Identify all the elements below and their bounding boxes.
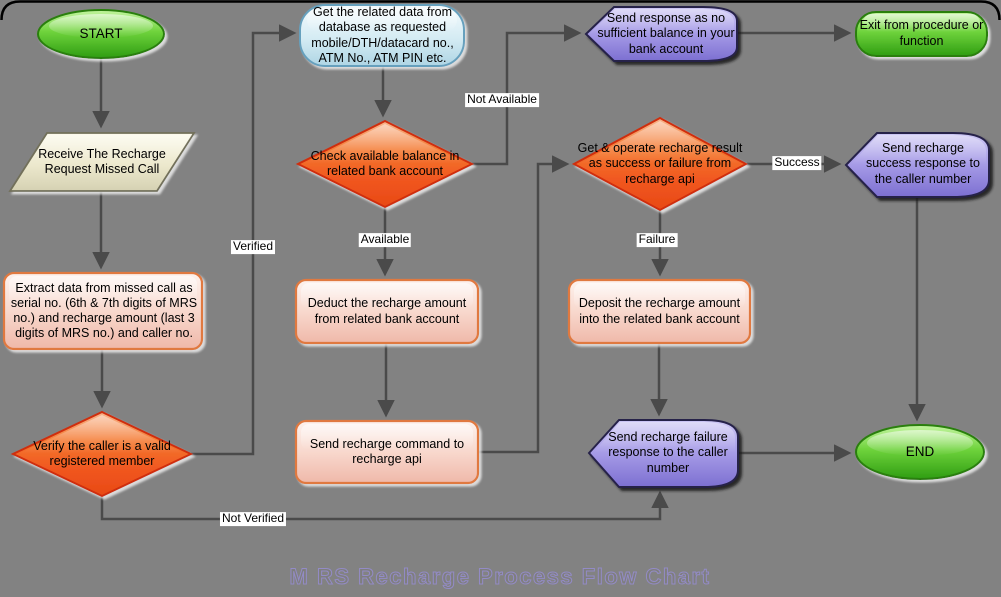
frame-top-border <box>0 0 1001 21</box>
failureresp-node-gloss <box>593 422 735 453</box>
deposit-node-gloss <box>574 283 745 309</box>
edge-verify-verified-to-getdata <box>191 24 297 456</box>
edge-checkbalance-notavailable-to-nobalance <box>472 24 582 166</box>
nobalance-node-gloss <box>589 9 734 34</box>
start-node-gloss <box>49 14 153 38</box>
receive-node-gloss <box>31 135 192 160</box>
connector-group <box>92 24 926 521</box>
getdata-node-gloss <box>307 8 457 32</box>
extract-node-gloss <box>9 276 197 306</box>
successresp-node-gloss <box>850 135 986 165</box>
sendcommand-node-gloss <box>301 424 473 450</box>
verify-node-gloss <box>18 415 186 454</box>
getresult-node-gloss <box>579 121 741 164</box>
checkbalance-node-gloss <box>303 124 467 164</box>
end-node-gloss <box>867 430 973 456</box>
edge-sendcommand-to-getresult <box>478 155 570 454</box>
chart-title: M RS Recharge Process Flow Chart <box>290 564 711 589</box>
edge-verify-notverified-to-failureresp <box>100 490 669 521</box>
deduct-node-gloss <box>301 283 473 309</box>
exit-node-gloss <box>863 14 980 32</box>
